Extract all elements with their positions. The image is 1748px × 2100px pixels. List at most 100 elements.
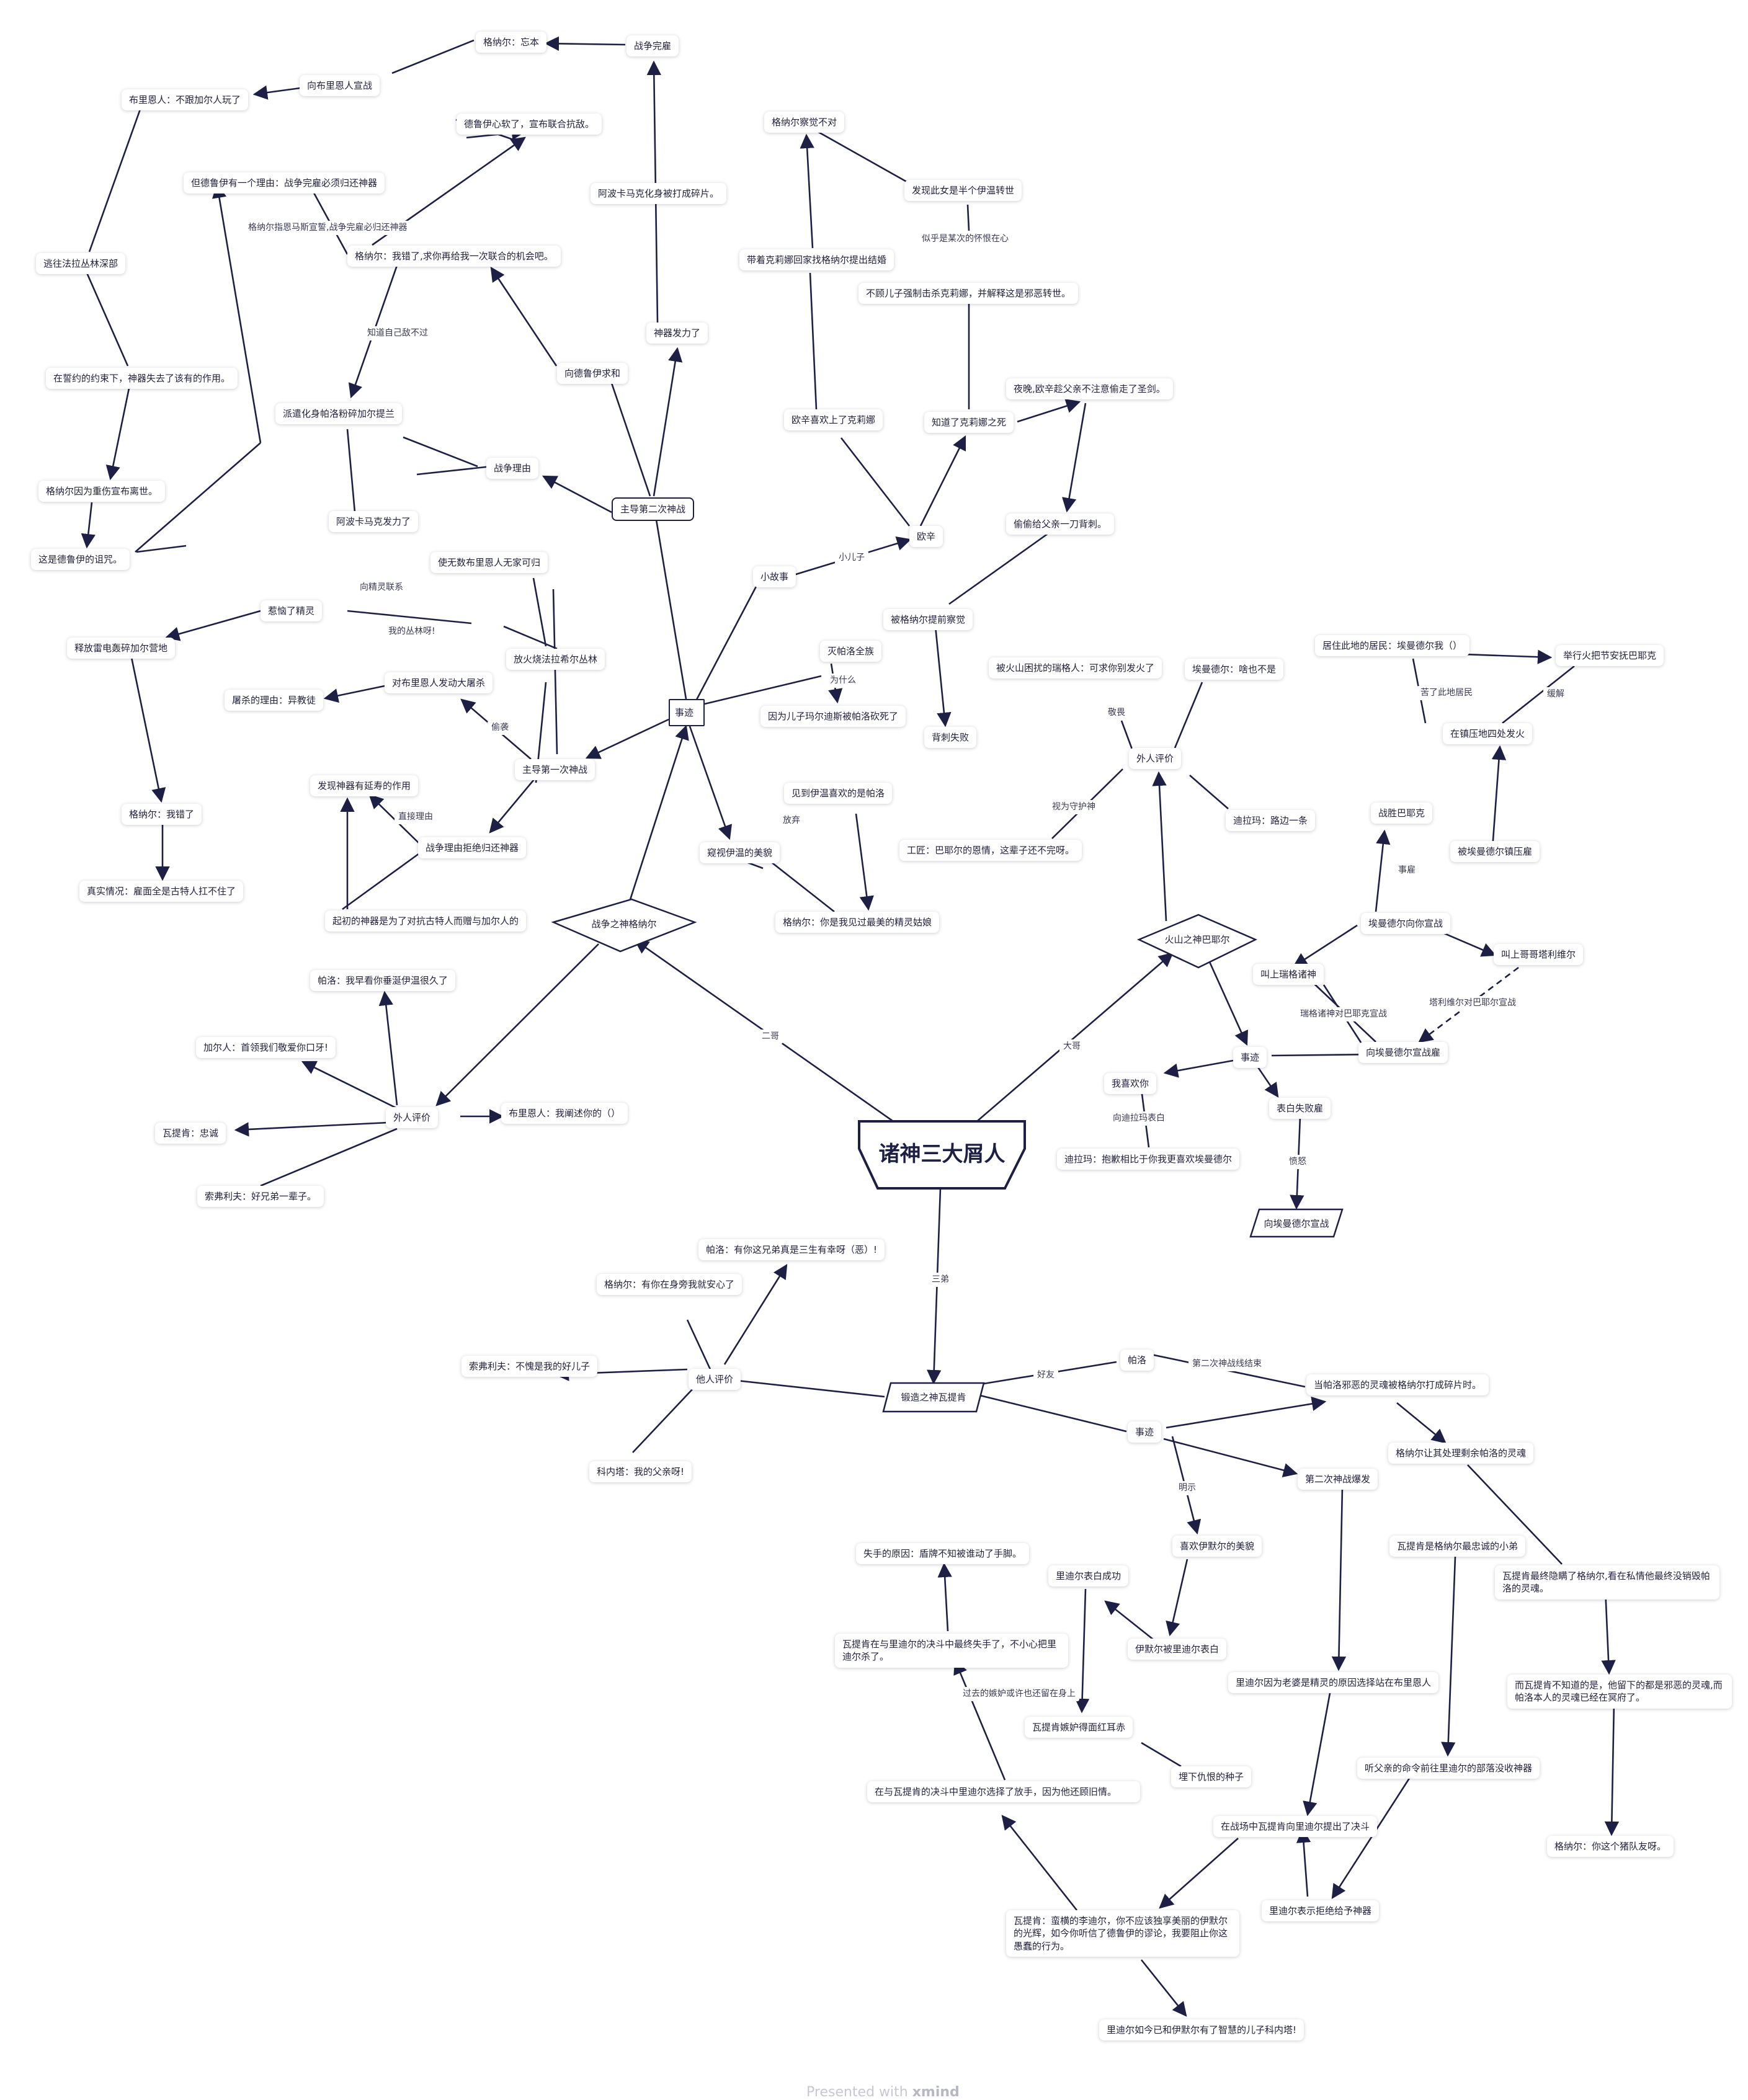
saw-palo[interactable]: 见到伊温喜欢的是帕洛: [784, 783, 893, 804]
palo-said-war[interactable]: 帕洛：我早看你垂涎伊温很久了: [310, 970, 456, 992]
backstab-fail[interactable]: 背刺失败: [924, 727, 977, 749]
killed-lidier[interactable]: 瓦提肯在与里迪尔的决斗中最终失手了，不小心把里迪尔杀了。: [835, 1634, 1068, 1668]
call-ruige[interactable]: 叫上瑞格诸神: [1253, 964, 1324, 985]
most-beautiful[interactable]: 格纳尔：你是我见过最美的精灵姑娘: [775, 912, 940, 933]
small-story[interactable]: 小故事: [753, 566, 796, 588]
oath-binding[interactable]: 在誓约的约束下，神器失去了该有的作用。: [46, 368, 238, 389]
lead-first-war[interactable]: 主导第一次神战: [515, 759, 595, 781]
suppressed[interactable]: 被埃曼德尔镇压雇: [1450, 841, 1540, 863]
eye-declare[interactable]: 埃曼德尔向你宣战: [1361, 913, 1451, 935]
gnar-killed[interactable]: 格纳尔因为重伤宣布离世。: [38, 481, 166, 502]
forge-god-topic[interactable]: 锻造之神瓦提肯: [901, 1391, 966, 1403]
make-homeless[interactable]: 使无数布里恩人无家可归: [430, 552, 548, 574]
garl-said[interactable]: 加尔人：首领我们敬爱你口牙!: [196, 1037, 336, 1059]
stab-father[interactable]: 偷偷给父亲一刀背刺。: [1006, 514, 1115, 535]
gnar-said-forge[interactable]: 格纳尔：有你在身旁我就安心了: [597, 1274, 742, 1296]
forge-deeds[interactable]: 事迹: [1128, 1422, 1162, 1443]
vatik-hide[interactable]: 瓦提肯最终隐瞒了格纳尔,看在私情他最终没销毁帕洛的灵魂。: [1495, 1565, 1719, 1599]
gnar-notice[interactable]: 格纳尔察觉不对: [764, 112, 845, 133]
loyal-brother[interactable]: 瓦提肯是格纳尔最忠诚的小弟: [1389, 1536, 1526, 1557]
gnar-wrong[interactable]: 格纳尔：我错了: [122, 804, 202, 825]
jealous[interactable]: 瓦提肯嫉妒得面红耳赤: [1025, 1717, 1133, 1738]
destroy-palo[interactable]: 灭帕洛全族: [820, 641, 882, 662]
hate-seed[interactable]: 埋下仇恨的种子: [1171, 1766, 1252, 1788]
gnar-handle[interactable]: 格纳尔让其处理剩余帕洛的灵魂: [1388, 1443, 1534, 1464]
peek-beauty[interactable]: 窥视伊温的美貌: [700, 842, 780, 864]
son-kenata[interactable]: 里迪尔如今已和伊默尔有了智慧的儿子科内塔!: [1099, 2019, 1304, 2041]
volcano-eval[interactable]: 外人评价: [1129, 748, 1182, 770]
sofus-said-forge[interactable]: 索弗利夫：不愧是我的好儿子: [462, 1356, 598, 1377]
town-fire[interactable]: 在镇压地四处发火: [1443, 723, 1533, 745]
eye-said[interactable]: 埃曼德尔：啥也不是: [1185, 659, 1284, 680]
vatik-speech[interactable]: 瓦提肯：蛮横的李迪尔，你不应该独享美丽的伊默尔的光辉，如今你听信了德鲁伊的谬论，…: [1006, 1910, 1239, 1957]
truth[interactable]: 真实情况：雇面全是古特人扛不住了: [79, 881, 244, 902]
refuse-return[interactable]: 战争理由拒绝归还神器: [418, 837, 527, 859]
confess-fail[interactable]: 表白失败雇: [1269, 1098, 1331, 1119]
druid-reason[interactable]: 但德鲁伊有一个理由：战争完雇必须归还神器: [184, 172, 385, 194]
found-life[interactable]: 发现神器有延寿的作用: [310, 775, 419, 797]
imo-confess[interactable]: 伊默尔被里迪尔表白: [1128, 1639, 1227, 1660]
live-residents[interactable]: 居住此地的居民：埃曼德尔我（）: [1315, 635, 1470, 657]
dila-reply[interactable]: 迪拉玛：抱歉相比于你我更喜欢埃曼德尔: [1057, 1149, 1240, 1170]
like-beauty[interactable]: 喜欢伊默尔的美貌: [1172, 1536, 1262, 1557]
war-deeds[interactable]: 事迹: [669, 699, 705, 726]
ouxin-love[interactable]: 欧辛喜欢上了克莉娜: [784, 409, 883, 431]
night-steal[interactable]: 夜晚,欧辛趁父亲不注意偷走了圣剑。: [1006, 378, 1173, 400]
vatik-unknown[interactable]: 而瓦提肯不知道的是，他留下的都是邪恶的灵魂,而帕洛本人的灵魂已经在冥府了。: [1507, 1675, 1732, 1709]
dilamma-said[interactable]: 迪拉玛：路边一条: [1226, 810, 1316, 832]
order-label[interactable]: 听父亲的命令前往里迪尔的部落没收神器: [1357, 1758, 1540, 1779]
druid-soft[interactable]: 德鲁伊心软了，宣布联合抗敌。: [457, 113, 602, 135]
anger-elf[interactable]: 惹恼了精灵: [261, 600, 323, 622]
abo-shatter[interactable]: 阿波卡马克化身被打成碎片。: [591, 183, 727, 205]
declare-eye[interactable]: 向埃曼德尔宣战雇: [1358, 1042, 1448, 1064]
lidier-success[interactable]: 里迪尔表白成功: [1048, 1565, 1129, 1587]
kill-kelina[interactable]: 不顾儿子强制击杀克莉娜，并解释这是邪恶转世。: [858, 283, 1079, 305]
massacre[interactable]: 对布里恩人发动大屠杀: [385, 672, 493, 694]
bri-despise[interactable]: 布里恩人：我阐述你的（）: [501, 1103, 628, 1124]
slaughter-reason[interactable]: 屠杀的理由：异教徒: [225, 690, 324, 711]
call-brother[interactable]: 叫上哥哥塔利维尔: [1494, 944, 1584, 966]
volcano-god-topic[interactable]: 火山之神巴耶尔: [1164, 933, 1230, 945]
forge-palo[interactable]: 帕洛: [1120, 1350, 1154, 1371]
declare-eye-final[interactable]: 向埃曼德尔宣战: [1264, 1217, 1329, 1229]
war-god-topic[interactable]: 战争之神格纳尔: [591, 918, 657, 930]
root-topic[interactable]: 诸神三大屑人: [878, 1142, 1006, 1167]
lead-second-war[interactable]: 主导第二次神战: [612, 497, 695, 522]
sofus-good[interactable]: 索弗利夫：好兄弟一辈子。: [197, 1186, 324, 1208]
let-go[interactable]: 在与瓦提肯的决斗中里迪尔选择了放手，因为他还顾旧情。: [867, 1781, 1140, 1803]
burn-forest[interactable]: 放火烧法拉希尔丛林: [506, 649, 605, 670]
resident-said[interactable]: 被火山困扰的瑞格人：可求你别发火了: [989, 657, 1162, 679]
i-like-you[interactable]: 我喜欢你: [1104, 1073, 1157, 1095]
because-son[interactable]: 因为儿子玛尔迪斯被帕洛砍死了: [760, 706, 906, 727]
bri-said[interactable]: 布里恩人：不跟加尔人玩了: [122, 89, 249, 111]
war-reason[interactable]: 战争理由: [486, 458, 539, 479]
thunder[interactable]: 释放雷电轰碎加尔营地: [67, 638, 176, 659]
declare-bri[interactable]: 向布里恩人宣战: [300, 75, 380, 97]
palo-soul[interactable]: 当帕洛邪恶的灵魂被格纳尔打成碎片时。: [1306, 1374, 1489, 1396]
found-out[interactable]: 被格纳尔提前察觉: [883, 609, 973, 631]
duel[interactable]: 在战场中瓦提肯向里迪尔提出了决斗: [1213, 1816, 1378, 1838]
bring-kelina[interactable]: 带着克莉娜回家找格纳尔提出结婚: [739, 249, 894, 271]
gnar-forgot[interactable]: 格纳尔：忘本: [476, 32, 547, 53]
volcano-deeds[interactable]: 事迹: [1233, 1047, 1267, 1069]
lidier-reason[interactable]: 里迪尔因为老婆是精灵的原因选择站在布里恩人: [1228, 1672, 1439, 1694]
ouxin[interactable]: 欧辛: [909, 526, 943, 548]
gnar-pig[interactable]: 格纳尔：你这个猪队友呀。: [1547, 1836, 1674, 1858]
war2-outbreak[interactable]: 第二次神战爆发: [1298, 1469, 1378, 1490]
kenata-said[interactable]: 科内塔：我的父亲呀!: [589, 1461, 692, 1483]
palo-said-forge[interactable]: 帕洛：有你这兄弟真是三生有幸呀（恶）!: [698, 1239, 885, 1261]
gongjiang-said[interactable]: 工匠：巴耶尔的恩情，这辈子还不完呀。: [899, 840, 1082, 861]
artifact-power[interactable]: 神器发力了: [646, 323, 708, 344]
vatik-loyal[interactable]: 瓦提肯：忠诚: [155, 1123, 226, 1144]
fail-reason[interactable]: 失手的原因：盾牌不知被谁动了手脚。: [856, 1543, 1030, 1565]
flee-forest[interactable]: 逃往法拉丛林深部: [36, 253, 126, 275]
forge-eval[interactable]: 他人评价: [689, 1369, 741, 1390]
druid-curse[interactable]: 这是德鲁伊的诅咒。: [31, 549, 130, 571]
found-half[interactable]: 发现此女是半个伊温转世: [904, 180, 1022, 202]
torch-festival[interactable]: 举行火把节安抚巴耶克: [1556, 645, 1664, 667]
defeat-bay[interactable]: 战胜巴耶克: [1371, 803, 1433, 824]
gnar-sorry[interactable]: 格纳尔：我错了,求你再给我一次联合的机会吧。: [347, 246, 561, 267]
original-artifact[interactable]: 起初的神器是为了对抗古特人而赠与加尔人的: [325, 910, 527, 932]
seek-druid[interactable]: 向德鲁伊求和: [557, 363, 628, 385]
lidier-refuse[interactable]: 里迪尔表示拒绝给予神器: [1262, 1900, 1380, 1922]
